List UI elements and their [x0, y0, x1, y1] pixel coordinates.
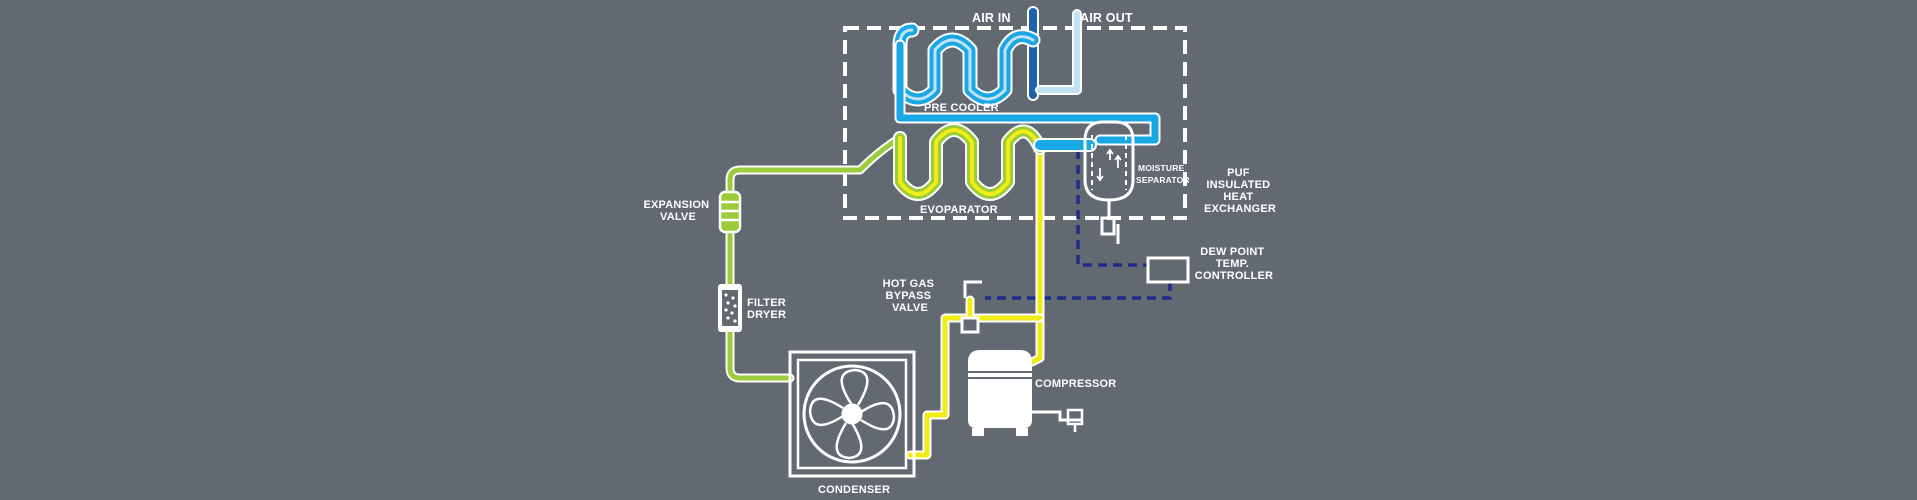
fan-icon: [802, 364, 902, 464]
liquid-line: [725, 133, 905, 383]
control-line: [985, 150, 1172, 300]
condenser-unit: [788, 350, 916, 478]
filter-icon: [718, 284, 742, 332]
valve-icon: [718, 190, 742, 234]
evaporator-coil: [893, 123, 1047, 201]
label-condenser: CONDENSER: [818, 484, 890, 496]
label-hot-gas-bypass-valve: HOT GAS BYPASS VALVE: [883, 278, 938, 314]
label-moisture-separator: MOISTURE SEPARATOR: [1136, 163, 1190, 185]
label-compressor: COMPRESSOR: [1035, 378, 1116, 390]
dew-point-controller: [1146, 256, 1190, 284]
label-dew-point-controller: DEW POINT TEMP. CONTROLLER: [1195, 246, 1273, 282]
compressor-icon: [968, 350, 1084, 436]
label-expansion-valve: EXPANSION VALVE: [643, 199, 712, 223]
label-heat-exchanger: PUF INSULATED HEAT EXCHANGER: [1204, 167, 1276, 215]
label-air-out: AIR OUT: [1080, 11, 1133, 25]
hot-gas-bypass-valve: [960, 280, 982, 334]
labels: AIR IN AIR OUT PRE COOLER EVOPARATOR MOI…: [643, 11, 1276, 496]
label-filter-dryer: FILTER DRYER: [747, 297, 789, 321]
separator-icon: [1083, 120, 1135, 244]
air-path: [892, 6, 1161, 152]
label-air-in: AIR IN: [972, 11, 1011, 25]
label-pre-cooler: PRE COOLER: [924, 102, 999, 114]
label-evaporator: EVOPARATOR: [920, 204, 998, 216]
